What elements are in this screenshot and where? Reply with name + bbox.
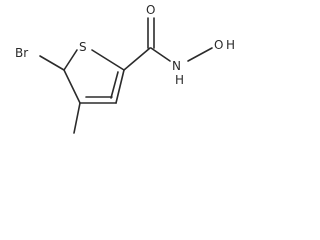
bond-c2-s — [91, 49, 125, 71]
bond-c2-c3-inner — [110, 71, 119, 99]
atom-nitrogen-hydrogen-label: H — [175, 73, 184, 87]
molecule-structure: Br S O N H O H — [15, 3, 235, 134]
bond-n-o — [187, 47, 213, 62]
bond-s-c5 — [63, 49, 78, 71]
atom-sulfur-label: S — [79, 40, 87, 54]
molecule-diagram: Br S O N H O H — [0, 0, 239, 143]
atom-nitrogen-label: N — [172, 59, 181, 73]
atom-bromine-label: Br — [15, 46, 28, 60]
bond-c2-carbonyl-c — [123, 47, 151, 71]
atom-carbonyl-oxygen-label: O — [146, 3, 155, 17]
bond-c3-c2 — [115, 69, 125, 104]
bond-c4-methyl — [73, 102, 81, 134]
atom-hydroxyl-oxygen-label: O — [214, 38, 223, 52]
bond-c5-br — [39, 55, 65, 71]
bond-c5-c4 — [63, 69, 81, 104]
atom-hydroxyl-hydrogen-label: H — [226, 38, 235, 52]
bond-carbonyl-n — [150, 47, 171, 62]
